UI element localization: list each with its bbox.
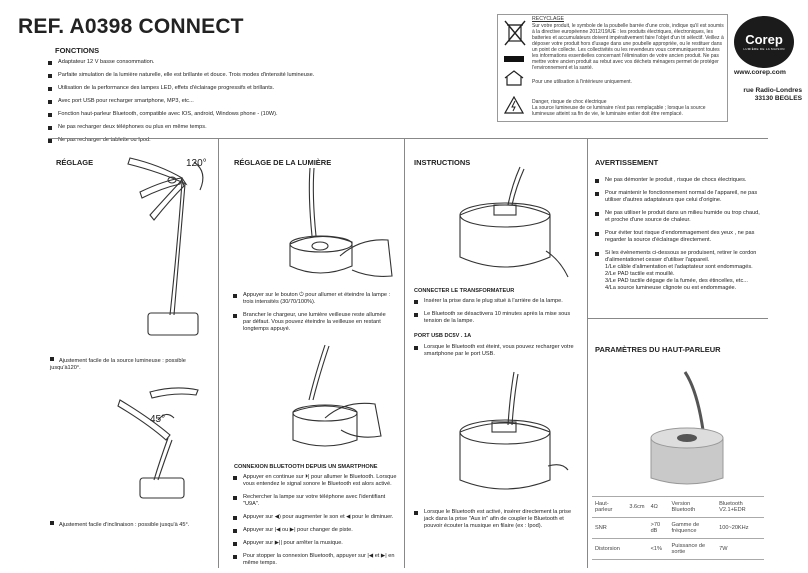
instructions-list-1: Insérer la prise dans le plug situé à l'… [414,298,579,331]
corep-logo: Corep LUMIÈRE DE LA MAISON [734,16,794,68]
list-item: Appuyer en continue sur ⏵| pour allumer … [233,474,398,488]
list-item: Appuyer sur ◀) pour augmenter le son et … [233,514,398,521]
bt-heading: CONNEXION BLUETOOTH DEPUIS UN SMARTPHONE [234,464,378,470]
website-url[interactable]: www.corep.com [734,69,786,76]
recycle-text: Sur votre produit, le symbole de la poub… [532,23,724,71]
lumiere-list: Appuyer sur le bouton ⏻ pour allumer et … [233,292,395,339]
list-item: Ne pas démonter le produit , risque de c… [595,177,765,184]
avertissement-heading: AVERTISSEMENT [595,158,659,167]
lumiere-heading: RÉGLAGE DE LA LUMIÈRE [234,158,332,167]
list-item: Rechercher la lampe sur votre téléphone … [233,494,398,508]
lamp-bluetooth-illustration [292,344,382,447]
divider [587,138,588,568]
list-item: Appuyer sur le bouton ⏻ pour allumer et … [233,292,395,306]
instructions-list-3: Lorsque le Bluetooth est activé, insérer… [414,509,582,536]
angle-label-120: 120° [186,158,207,169]
list-item: Le Bluetooth se désactivera 10 minutes a… [414,311,579,325]
divider [404,138,405,568]
divider [48,138,768,139]
reglage-heading: RÉGLAGE [56,158,94,167]
table-row: SNR >70 dB Gamme de fréquence 100~20KHz [592,517,764,539]
list-item: Utilisation de la performance des lampes… [48,85,478,92]
list-item: Pour stopper la connexion Bluetooth, app… [233,553,398,567]
table-row: Haut-parleur 3.6cm 4Ω Version Bluetooth … [592,496,764,518]
list-item: Ne pas recharger de tablette ou Ipod. [48,137,478,144]
list-item: Ne pas recharger deux téléphones ou plus… [48,124,478,131]
table-row: Distorsion <1% Puissance de sortie 7W [592,538,764,560]
crossed-bin-icon [504,20,526,46]
caption-120: Ajustement facile de la source lumineuse… [50,357,200,372]
list-item: Si les évènements ci-dessous se produise… [595,250,765,292]
list-item: Lorsque le Bluetooth est éteint, vous po… [414,344,579,358]
indoor-text: Pour une utilisation à l'intérieure uniq… [532,79,632,85]
instructions-list-2: Lorsque le Bluetooth est éteint, vous po… [414,344,579,364]
specs-table: Haut-parleur 3.6cm 4Ω Version Bluetooth … [592,496,764,560]
divider [218,138,219,568]
danger-text: Danger, risque de choc électrique La sou… [532,99,706,117]
lamp-aux-illustration [459,371,569,490]
fonctions-heading: FONCTIONS [55,46,100,55]
warning-icon [504,96,524,114]
list-item: Ne pas utiliser le produit dans un milie… [595,210,765,224]
address: rue Radio-Londres 33130 BEGLES [743,87,802,102]
list-item: Pour maintenir le fonctionnement normal … [595,190,765,204]
recycling-box: RECYCLAGE Sur votre produit, le symbole … [497,14,728,122]
list-item: Insérer la prise dans le plug situé à l'… [414,298,579,305]
bt-list: Appuyer en continue sur ⏵| pour allumer … [233,474,398,573]
list-item: Appuyer sur ▶|| pour arrêter la musique. [233,540,398,547]
lamp-plug-illustration [459,166,569,278]
list-item: Avec port USB pour recharger smartphone,… [48,98,478,105]
lamp-touch-illustration [289,167,393,277]
list-item: Appuyer sur |◀ ou ▶| pour changer de pis… [233,527,398,534]
list-item: Adaptateur 12 V basse consommation. [48,59,478,66]
specs-heading: PARAMÈTRES DU HAUT-PARLEUR [595,345,721,354]
fonctions-list: Adaptateur 12 V basse consommation. Parf… [48,59,478,150]
document-title: REF. A0398 CONNECT [18,15,244,38]
speaker-lamp-illustration [650,371,724,485]
divider [587,318,768,319]
instructions-sub2: PORT USB DC5V . 1A [414,333,472,339]
list-item: Lorsque le Bluetooth est activé, insérer… [414,509,582,530]
house-icon [504,70,524,86]
angle-label-45: 45° [150,414,166,425]
caption-45: Ajustement facile d'inclinaison : possib… [50,521,200,529]
avertissement-list: Ne pas démonter le produit , risque de c… [595,177,765,298]
list-item: Parfaite simulation de la lumière nature… [48,72,478,79]
lamp-120-illustration [127,157,204,336]
instructions-sub1: CONNECTER LE TRANSFORMATEUR [414,288,515,294]
list-item: Fonction haut-parleur Bluetooth, compati… [48,111,478,118]
list-item: Pour éviter tout risque d'endommagement … [595,230,765,244]
list-item: Brancher le chargeur, une lumière veille… [233,312,395,333]
lamp-45-illustration [117,387,199,499]
instructions-heading: INSTRUCTIONS [414,158,471,167]
recycle-heading: RECYCLAGE [532,16,564,22]
black-bar-icon [504,56,524,62]
